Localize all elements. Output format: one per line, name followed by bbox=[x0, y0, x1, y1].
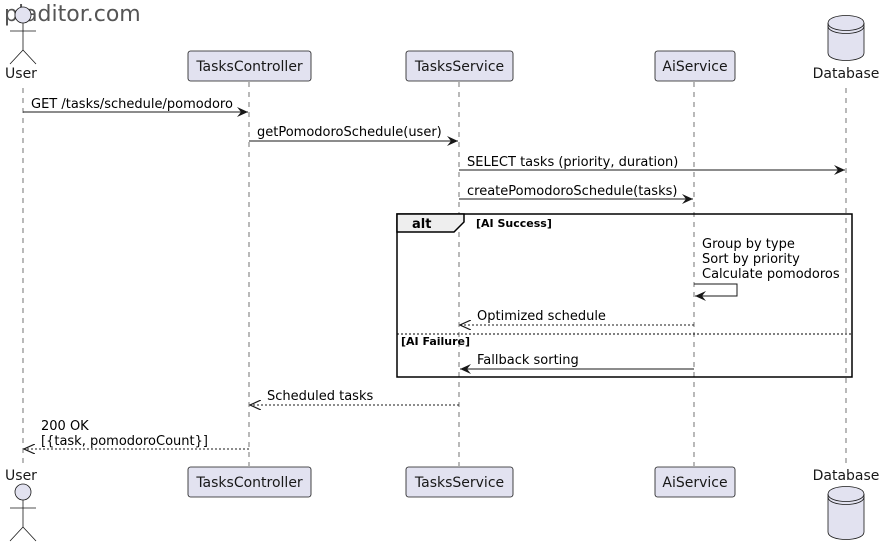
participant-label: User bbox=[5, 66, 37, 82]
message-label: Optimized schedule bbox=[477, 309, 606, 324]
participant-label: Database bbox=[813, 468, 880, 484]
message-label: createPomodoroSchedule(tasks) bbox=[467, 184, 677, 199]
message-7: Fallback sorting bbox=[460, 353, 694, 374]
actor-icon bbox=[14, 6, 32, 24]
message-label: getPomodoroSchedule(user) bbox=[257, 125, 442, 140]
message-label: SELECT tasks (priority, duration) bbox=[467, 155, 678, 170]
participant-tasks-service-top: TasksService bbox=[405, 50, 514, 82]
participant-ai-service-bottom: AiService bbox=[654, 466, 736, 498]
message-6: Optimized schedule bbox=[460, 309, 694, 325]
message-label: Group by type bbox=[702, 237, 795, 252]
alt-failure-guard: [AI Failure] bbox=[401, 335, 470, 348]
message-2: getPomodoroSchedule(user) bbox=[249, 125, 458, 146]
participant-label: TasksController bbox=[195, 59, 303, 75]
participant-database-bottom: Database bbox=[813, 468, 880, 540]
message-1: GET /tasks/schedule/pomodoro bbox=[23, 97, 248, 117]
alt-fragment: alt [AI Success] [AI Failure] bbox=[396, 213, 853, 378]
participant-database-top: Database bbox=[813, 15, 880, 82]
message-label: 200 OK bbox=[41, 419, 89, 434]
message-5-self: Group by type Sort by priority Calculate… bbox=[694, 237, 840, 301]
participant-label: TasksController bbox=[195, 475, 303, 491]
message-4: createPomodoroSchedule(tasks) bbox=[459, 184, 693, 204]
message-label: [{task, pomodoroCount}] bbox=[41, 434, 208, 449]
message-label: GET /tasks/schedule/pomodoro bbox=[31, 97, 233, 112]
participant-label: TasksService bbox=[414, 475, 504, 491]
actor-user-bottom: User bbox=[5, 468, 37, 542]
message-8: Scheduled tasks bbox=[250, 389, 459, 405]
actor-user-top: User bbox=[5, 6, 37, 82]
actor-icon bbox=[14, 483, 32, 501]
alt-keyword: alt bbox=[412, 217, 431, 232]
message-label: Sort by priority bbox=[702, 252, 800, 267]
message-label: Calculate pomodoros bbox=[702, 267, 840, 282]
participant-label: AiService bbox=[662, 59, 727, 75]
database-icon bbox=[827, 486, 865, 540]
message-label: Scheduled tasks bbox=[267, 389, 373, 404]
participant-tasks-controller-bottom: TasksController bbox=[187, 466, 312, 498]
participant-tasks-service-bottom: TasksService bbox=[405, 466, 514, 498]
participant-label: Database bbox=[813, 66, 880, 82]
participant-label: User bbox=[5, 468, 37, 484]
message-label: Fallback sorting bbox=[477, 353, 579, 368]
message-3: SELECT tasks (priority, duration) bbox=[459, 155, 845, 175]
alt-keyword-tab bbox=[396, 213, 465, 233]
participant-label: TasksService bbox=[414, 59, 504, 75]
message-9: 200 OK [{task, pomodoroCount}] bbox=[24, 419, 249, 449]
participant-tasks-controller-top: TasksController bbox=[187, 50, 312, 82]
database-icon bbox=[827, 15, 865, 61]
participant-ai-service-top: AiService bbox=[654, 50, 736, 82]
message-arrow bbox=[694, 283, 738, 301]
participant-label: AiService bbox=[662, 475, 727, 491]
alt-success-guard: [AI Success] bbox=[476, 217, 552, 230]
